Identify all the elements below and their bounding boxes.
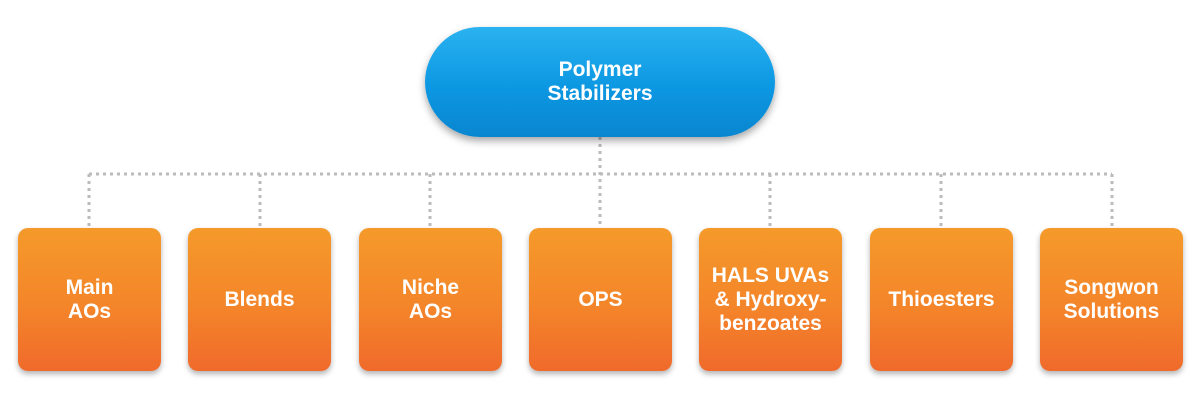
child-node-label: Thioesters xyxy=(888,287,995,311)
child-node-ops: OPS xyxy=(529,228,672,371)
child-node-thioesters: Thioesters xyxy=(870,228,1013,371)
child-node-songwon-solutions: Songwon Solutions xyxy=(1040,228,1183,371)
child-node-label: Main AOs xyxy=(65,275,114,323)
child-node-blends: Blends xyxy=(188,228,331,371)
child-node-label: Niche AOs xyxy=(401,275,460,323)
child-node-label: Blends xyxy=(224,287,295,311)
child-node-label: HALS UVAs & Hydroxy-benzoates xyxy=(711,263,830,335)
child-node-hals-uvas: HALS UVAs & Hydroxy-benzoates xyxy=(699,228,842,371)
child-node-niche-aos: Niche AOs xyxy=(359,228,502,371)
child-node-main-aos: Main AOs xyxy=(18,228,161,371)
root-node-label: Polymer Stabilizers xyxy=(547,58,653,105)
root-node: Polymer Stabilizers xyxy=(425,27,775,137)
child-node-label: Songwon Solutions xyxy=(1063,275,1160,323)
child-node-label: OPS xyxy=(578,287,623,311)
